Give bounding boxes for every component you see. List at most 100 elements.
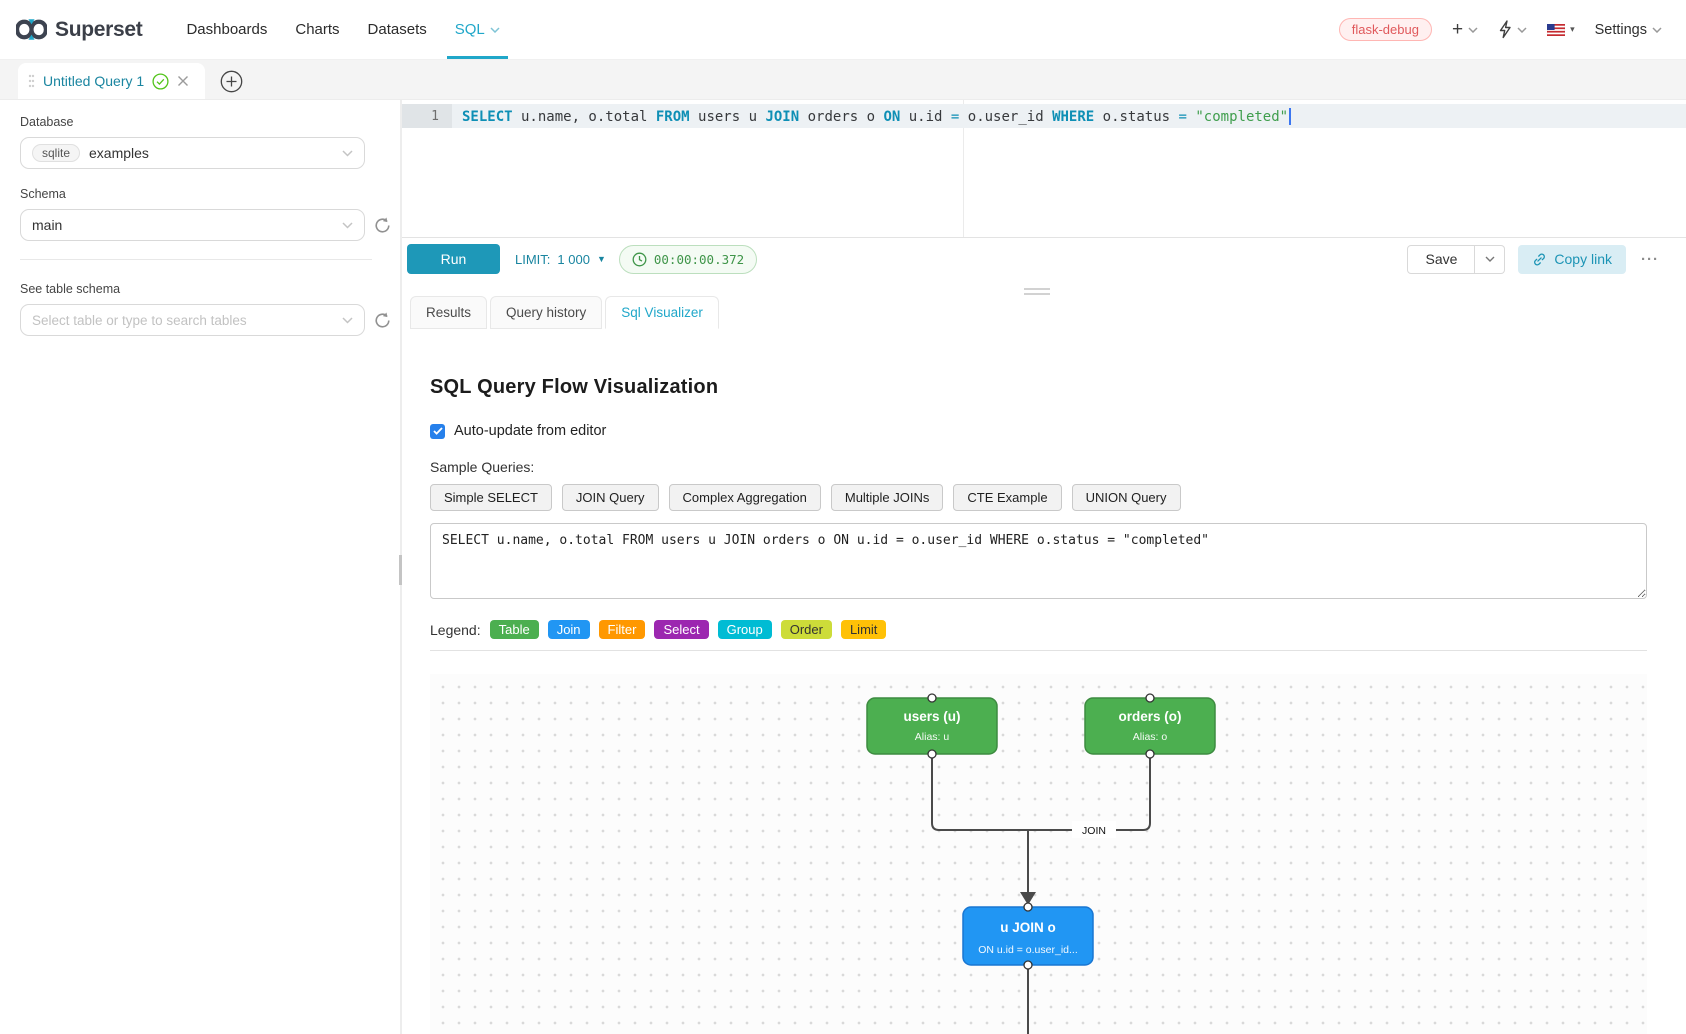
top-navbar: Superset Dashboards Charts Datasets SQL …: [0, 0, 1686, 60]
sql-token: ON: [883, 108, 901, 125]
node-port-bottom[interactable]: [1145, 749, 1155, 759]
node-port-top[interactable]: [1023, 902, 1033, 912]
node-port-top[interactable]: [927, 693, 937, 703]
legend-label: Legend:: [430, 621, 481, 638]
legend-badge-join: Join: [547, 620, 590, 639]
node-subtitle: ON u.id = o.user_id...: [978, 944, 1078, 956]
sample-cte-example-button[interactable]: CTE Example: [953, 484, 1062, 511]
sample-complex-aggregation-button[interactable]: Complex Aggregation: [668, 484, 821, 511]
sample-join-query-button[interactable]: JOIN Query: [561, 484, 659, 511]
tab-query-history[interactable]: Query history: [490, 296, 603, 329]
table-schema-label: See table schema: [20, 282, 121, 296]
tab-sql-visualizer[interactable]: Sql Visualizer: [605, 296, 719, 329]
tab-untitled-query-1[interactable]: Untitled Query 1: [18, 63, 206, 99]
elapsed-time: 00:00:00.372: [653, 251, 745, 267]
database-select[interactable]: sqlite examples: [20, 137, 365, 169]
legend-badge-filter: Filter: [598, 620, 646, 639]
editor-active-line[interactable]: 1 SELECT u.name, o.total FROM users u JO…: [402, 104, 1686, 128]
node-port-bottom[interactable]: [1023, 960, 1033, 970]
nav-dashboards[interactable]: Dashboards: [172, 0, 281, 59]
tab-results[interactable]: Results: [410, 296, 488, 329]
edge-label: JOIN: [1082, 825, 1106, 837]
flow-node-orders[interactable]: orders (o) Alias: o: [1084, 693, 1216, 759]
nav-charts[interactable]: Charts: [281, 0, 353, 59]
tab-title: Untitled Query 1: [43, 73, 145, 89]
tab-drag-handle-icon[interactable]: [28, 74, 35, 88]
node-port-bottom[interactable]: [927, 749, 937, 759]
us-flag-icon: [1547, 23, 1566, 36]
database-engine-badge: sqlite: [32, 144, 81, 162]
editor-toolbar: Run LIMIT: 1 000 ▼ 00:00:00.372 Save: [402, 237, 1686, 280]
sample-union-query-button[interactable]: UNION Query: [1071, 484, 1181, 511]
tab-close-icon[interactable]: [177, 75, 189, 87]
navbar-right: flask-debug + ▾ Settings: [1338, 18, 1662, 41]
nav-datasets-label: Datasets: [367, 21, 427, 38]
node-subtitle: Alias: o: [1133, 731, 1168, 743]
superset-logo[interactable]: Superset: [16, 17, 143, 42]
flow-canvas[interactable]: JOIN users (u) Alias: u orders: [430, 674, 1647, 1034]
sidebar-divider: [20, 259, 372, 260]
chevron-down-icon: [1468, 26, 1478, 33]
query-tab-bar: Untitled Query 1: [0, 60, 1686, 100]
caret-down-icon: ▼: [596, 254, 606, 265]
sample-multiple-joins-button[interactable]: Multiple JOINs: [830, 484, 944, 511]
result-tabs: Results Query history Sql Visualizer: [410, 296, 1686, 329]
auto-update-option[interactable]: Auto-update from editor: [430, 423, 1647, 439]
save-options-button[interactable]: [1475, 244, 1506, 274]
sql-token: WHERE: [1052, 108, 1095, 125]
run-button[interactable]: Run: [407, 244, 500, 275]
table-select[interactable]: Select table or type to search tables: [20, 304, 365, 336]
sql-code-line[interactable]: SELECT u.name, o.total FROM users u JOIN…: [462, 107, 1292, 125]
nav-datasets[interactable]: Datasets: [354, 0, 441, 59]
flow-node-join[interactable]: u JOIN o ON u.id = o.user_id...: [962, 902, 1094, 970]
legend-badge-limit: Limit: [840, 620, 887, 639]
limit-value: 1 000: [557, 251, 590, 267]
sample-queries-label: Sample Queries:: [430, 459, 535, 475]
schema-select[interactable]: main: [20, 209, 365, 241]
settings-label: Settings: [1594, 21, 1647, 38]
query-input[interactable]: SELECT u.name, o.total FROM users u JOIN…: [430, 523, 1647, 599]
refresh-icon: [375, 312, 390, 328]
database-select-value: examples: [89, 145, 149, 161]
flow-node-users[interactable]: users (u) Alias: u: [866, 693, 998, 759]
legend-badge-order: Order: [780, 620, 832, 639]
plus-icon: +: [1451, 19, 1464, 40]
nav-sql[interactable]: SQL: [441, 0, 514, 59]
nav-sql-label: SQL: [454, 21, 485, 38]
nav-charts-label: Charts: [295, 21, 340, 38]
query-saved-check-icon: [152, 72, 169, 90]
chevron-down-icon: [342, 149, 353, 157]
new-item-menu[interactable]: +: [1452, 20, 1478, 39]
settings-menu[interactable]: Settings: [1595, 22, 1662, 38]
south-pane: Results Query history Sql Visualizer SQL…: [402, 280, 1686, 1034]
sql-editor[interactable]: 1 SELECT u.name, o.total FROM users u JO…: [402, 100, 1686, 238]
pane-resize-handle[interactable]: [1024, 288, 1050, 298]
sql-token: FROM: [655, 108, 690, 125]
more-menu-button[interactable]: ···: [1641, 250, 1659, 268]
schema-label: Schema: [20, 187, 66, 201]
pane-resizer-grip[interactable]: [399, 555, 403, 585]
language-picker[interactable]: ▾: [1547, 23, 1575, 36]
new-tab-button[interactable]: [211, 63, 251, 99]
query-search-menu[interactable]: [1498, 20, 1527, 39]
refresh-schemas-button[interactable]: [371, 214, 394, 237]
sql-lab-sidebar: Database sqlite examples Schema main See: [0, 100, 400, 1034]
text-cursor: [1289, 107, 1292, 125]
save-button[interactable]: Save: [1407, 244, 1476, 274]
legend-badge-table: Table: [489, 620, 539, 639]
caret-down-icon: ▾: [1570, 24, 1575, 34]
refresh-tables-button[interactable]: [371, 309, 394, 332]
pane-resizer[interactable]: [399, 100, 403, 1034]
node-subtitle: Alias: u: [915, 731, 950, 743]
sql-token: JOIN: [765, 108, 800, 125]
node-port-top[interactable]: [1145, 693, 1155, 703]
sample-simple-select-button[interactable]: Simple SELECT: [430, 484, 552, 511]
sql-token: =: [950, 108, 960, 125]
copy-link-button[interactable]: Copy link: [1518, 244, 1626, 274]
edge-label-bg: [1072, 821, 1116, 838]
checkbox-checked-icon[interactable]: [430, 423, 445, 439]
limit-dropdown[interactable]: LIMIT: 1 000 ▼: [515, 252, 606, 267]
legend: Legend: Table Join Filter Select Group O…: [430, 620, 1647, 639]
brand-name: Superset: [55, 17, 143, 41]
print-margin-ruler: [963, 100, 964, 238]
